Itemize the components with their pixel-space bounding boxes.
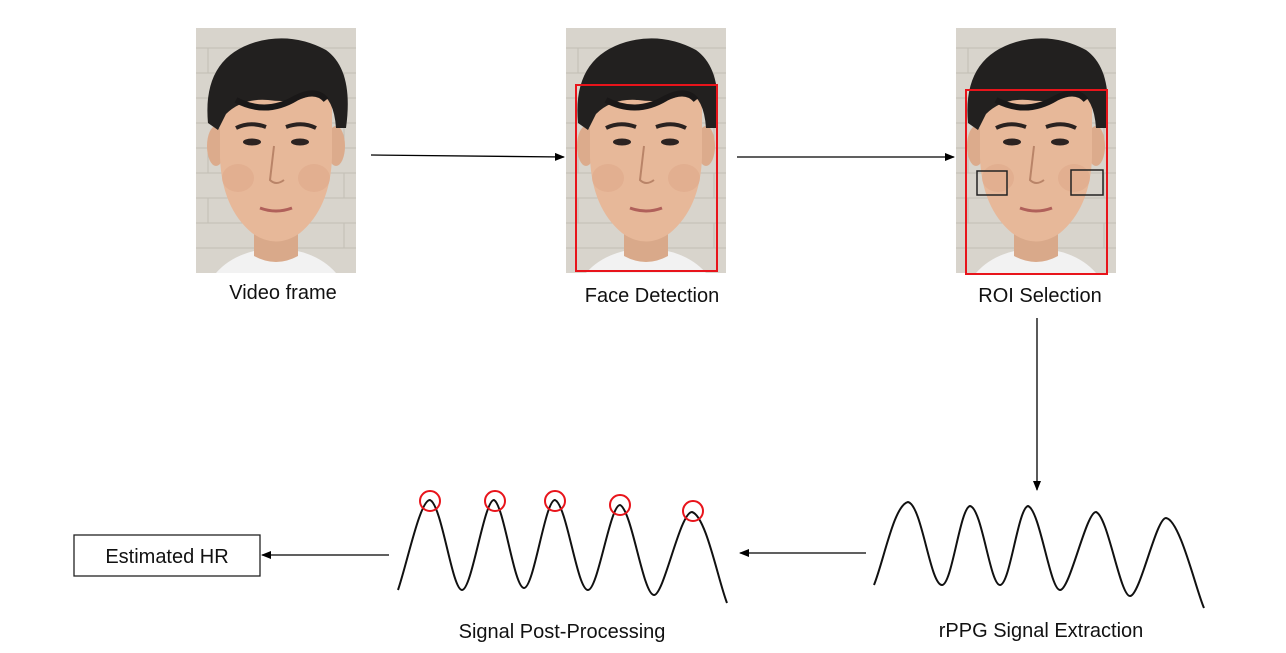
roi-right-cheek-box xyxy=(1070,169,1104,196)
face-detection-photo xyxy=(566,28,726,273)
peak-marker-3 xyxy=(544,490,566,512)
peak-marker-2 xyxy=(484,490,506,512)
roi-left-cheek-box xyxy=(976,170,1008,196)
estimated-hr-box xyxy=(73,534,261,577)
estimated-hr-label: Estimated HR xyxy=(105,546,228,568)
face-detection-label: Face Detection xyxy=(585,285,720,307)
video-frame-label: Video frame xyxy=(229,282,336,304)
roi-selection-photo xyxy=(956,28,1116,273)
roi-selection-label: ROI Selection xyxy=(978,285,1101,307)
peak-marker-1 xyxy=(419,490,441,512)
post-processed-signal-waveform xyxy=(397,498,728,604)
peak-marker-4 xyxy=(609,494,631,516)
face-bounding-box xyxy=(575,84,718,272)
video-frame-photo xyxy=(196,28,356,273)
post-processing-label: Signal Post-Processing xyxy=(459,621,666,643)
arrow-video-to-face xyxy=(370,152,565,161)
rppg-extraction-label: rPPG Signal Extraction xyxy=(939,620,1144,642)
peak-marker-5 xyxy=(682,500,704,522)
rppg-raw-signal-waveform xyxy=(873,500,1205,609)
roi-face-bounding-box xyxy=(965,89,1108,275)
